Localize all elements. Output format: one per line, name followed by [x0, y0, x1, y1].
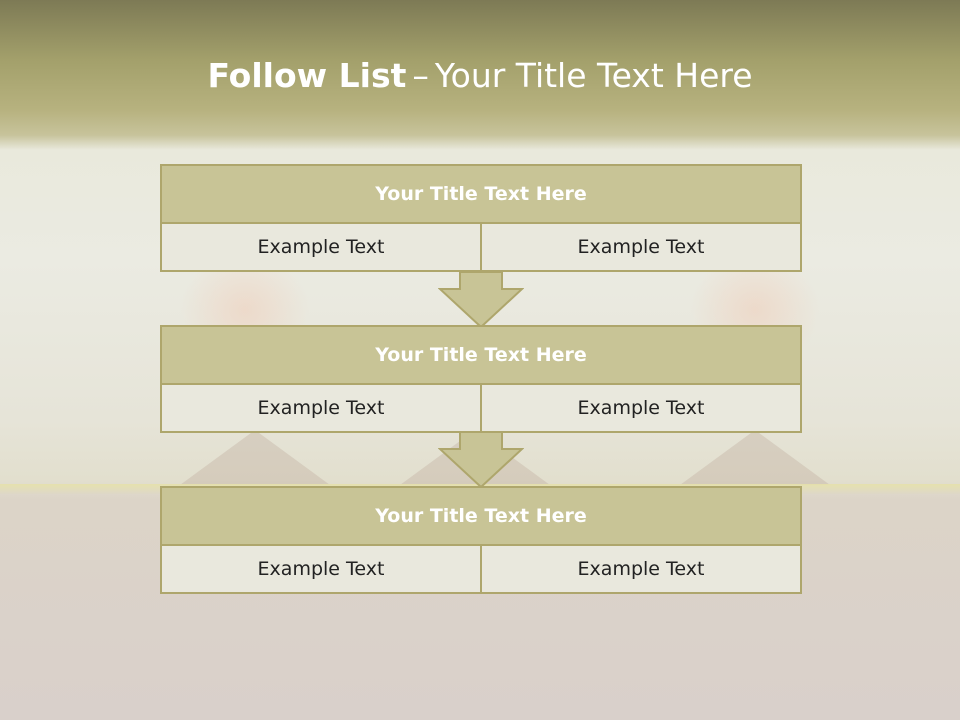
flow-block-2: Your Title Text Here Example Text Exampl…	[160, 325, 802, 433]
slide-title-bold: Follow List	[207, 56, 407, 95]
down-arrow-icon	[438, 431, 524, 489]
background-pyramid	[680, 430, 830, 485]
down-arrow-icon	[438, 271, 524, 329]
flow-block-left-text: Example Text	[257, 236, 385, 258]
flow-block-title: Your Title Text Here	[162, 327, 800, 385]
slide-title-separator: –	[412, 56, 429, 95]
flow-block-3: Your Title Text Here Example Text Exampl…	[160, 486, 802, 594]
flow-block-1: Your Title Text Here Example Text Exampl…	[160, 164, 802, 272]
flow-block-title: Your Title Text Here	[162, 166, 800, 224]
flow-block-right-text: Example Text	[480, 385, 800, 431]
flow-block-title: Your Title Text Here	[162, 488, 800, 546]
slide-title-rest: Your Title Text Here	[434, 56, 753, 95]
slide-title: Follow List–Your Title Text Here	[0, 54, 960, 98]
flow-block-right-text: Example Text	[480, 546, 800, 592]
flow-block-right-text: Example Text	[480, 224, 800, 270]
flow-block-left-text: Example Text	[257, 397, 385, 419]
background-pyramid	[180, 430, 330, 485]
flow-block-left-text: Example Text	[257, 558, 385, 580]
